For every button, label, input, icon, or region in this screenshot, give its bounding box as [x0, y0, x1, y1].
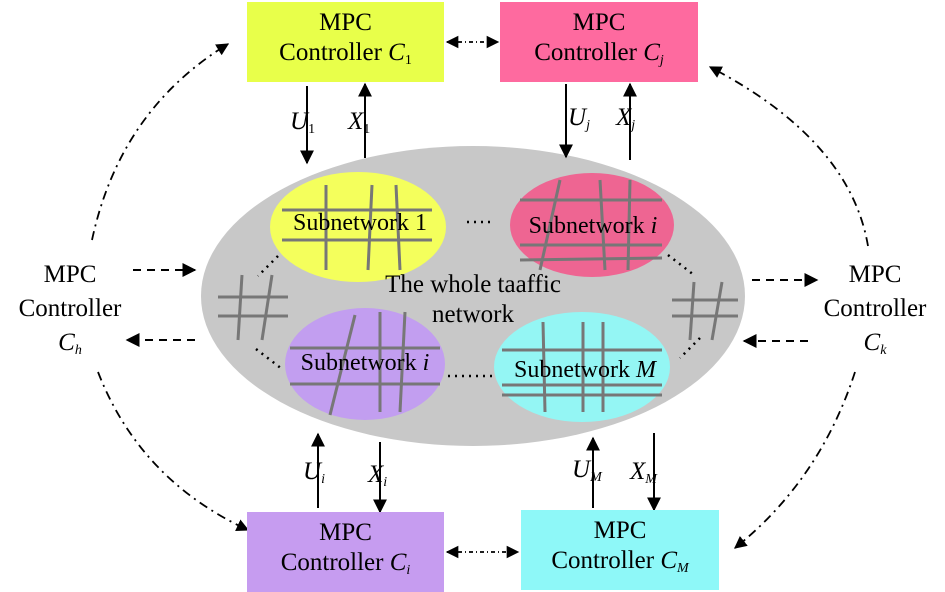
- signal-x1: X1: [348, 108, 370, 144]
- signal-xm-index: M: [645, 472, 657, 487]
- controller-c1-line2: Controller: [279, 39, 382, 66]
- signal-u1-symbol: U: [290, 108, 309, 135]
- controller-cj-line1: MPC: [572, 9, 626, 36]
- signal-uj: Uj: [568, 104, 590, 140]
- whole-network-line2: network: [432, 301, 514, 328]
- subnetwork-m-name: Subnetwork: [514, 357, 636, 383]
- subnetwork-1-label: Subnetwork 1: [272, 210, 448, 237]
- controller-cm-index: M: [677, 561, 689, 576]
- controller-ch-symbol: C: [58, 329, 75, 356]
- controller-ch-label: MPC Controller Ch: [0, 258, 140, 368]
- signal-xm: XM: [630, 458, 657, 494]
- signal-ui-symbol: U: [303, 458, 322, 485]
- controller-ci-box: MPC Controller Ci: [247, 512, 444, 592]
- controller-c1-index: 1: [404, 53, 412, 68]
- controller-ci-symbol: C: [389, 549, 407, 576]
- signal-xi-index: i: [383, 475, 388, 490]
- controller-ck-symbol: C: [863, 329, 881, 356]
- signal-x1-index: 1: [363, 122, 371, 137]
- signal-um-symbol: U: [572, 456, 591, 483]
- controller-c1-line1: MPC: [319, 9, 372, 36]
- whole-network-label: The whole taaffic network: [338, 270, 608, 330]
- signal-uj-symbol: U: [568, 104, 587, 131]
- subnetwork-1-ellipse: [270, 172, 446, 282]
- controller-ck-index: k: [880, 343, 887, 358]
- subnetwork-links: [255, 220, 701, 378]
- signal-xi-symbol: X: [368, 461, 384, 488]
- controller-cm-line2: Controller: [551, 547, 655, 574]
- subnetwork-m-label: Subnetwork M: [490, 357, 680, 384]
- controller-ch-line1: MPC: [43, 261, 97, 288]
- signal-u1: U1: [290, 108, 315, 144]
- controller-c1-symbol: C: [388, 39, 405, 66]
- subnetwork-1-name: Subnetwork 1: [293, 210, 427, 236]
- road-grid-lines: [218, 179, 738, 416]
- signal-xj-index: j: [631, 118, 636, 133]
- subnetwork-i-top-name: Subnetwork: [528, 213, 651, 239]
- controller-ci-line2: Controller: [280, 549, 384, 576]
- curved-links: [91, 43, 869, 549]
- controller-ck-line2: Controller: [823, 295, 927, 322]
- signal-arrows: [300, 82, 661, 514]
- signal-um: UM: [572, 456, 602, 492]
- subnetwork-m-index: M: [636, 357, 656, 383]
- subnetwork-i-bottom-label: Subnetwork i: [280, 350, 450, 377]
- controller-c1-box: MPC Controller C1: [247, 2, 444, 82]
- controller-cj-box: MPC Controller Cj: [500, 2, 698, 82]
- controller-cm-box: MPC Controller CM: [521, 510, 719, 590]
- subnetwork-i-top-index: i: [650, 213, 658, 239]
- signal-u1-index: 1: [308, 122, 316, 137]
- signal-xj: Xj: [616, 104, 635, 140]
- subnetwork-i-bottom-name: Subnetwork: [300, 350, 423, 376]
- controller-ci-line1: MPC: [319, 519, 372, 546]
- controller-ch-line2: Controller: [18, 295, 122, 322]
- controller-ch-index: h: [74, 343, 82, 358]
- controller-cm-line1: MPC: [593, 517, 647, 544]
- controller-ci-index: i: [406, 563, 411, 578]
- controller-ck-label: MPC Controller Ck: [805, 258, 945, 368]
- signal-xj-symbol: X: [616, 104, 632, 131]
- signal-xm-symbol: X: [630, 458, 646, 485]
- whole-network-line1: The whole taaffic: [385, 271, 561, 298]
- dashed-arrows: [125, 263, 819, 348]
- signal-um-index: M: [590, 470, 602, 485]
- controller-ck-line1: MPC: [848, 261, 902, 288]
- signal-ui-index: i: [321, 472, 325, 487]
- controller-cj-line2: Controller: [534, 39, 637, 66]
- signal-ui: Ui: [303, 458, 325, 494]
- controller-cm-symbol: C: [660, 547, 678, 574]
- signal-uj-index: j: [586, 118, 590, 133]
- subnetwork-i-bottom-index: i: [422, 350, 430, 376]
- signal-xi: Xi: [368, 461, 387, 497]
- signal-x1-symbol: X: [348, 108, 364, 135]
- peer-links: [445, 35, 520, 559]
- controller-cj-index: j: [659, 53, 664, 68]
- subnetwork-i-top-label: Subnetwork i: [506, 213, 680, 240]
- controller-cj-symbol: C: [643, 39, 660, 66]
